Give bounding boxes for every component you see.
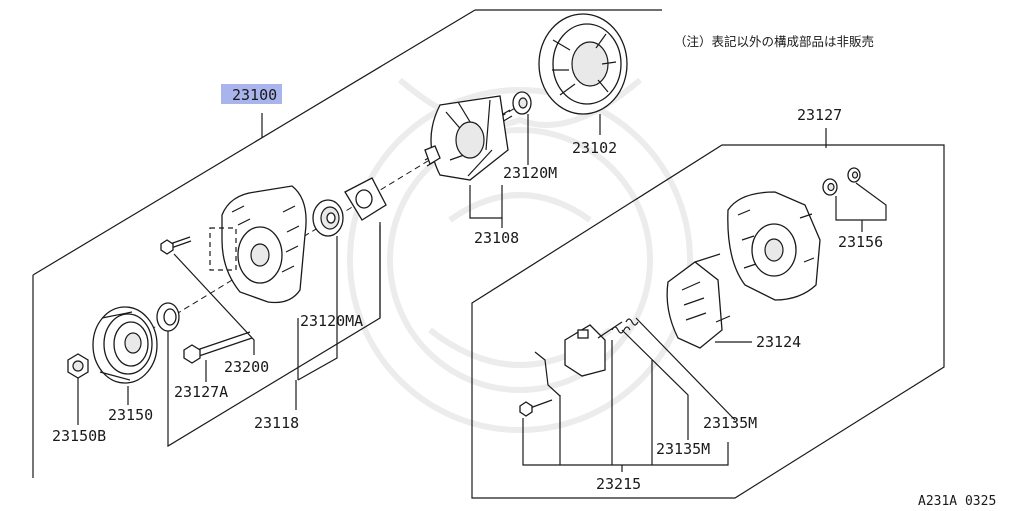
rotor-part[interactable] [424,95,513,181]
label-23100[interactable]: 23100 [232,86,277,104]
leader-lines [77,113,887,472]
label-23127[interactable]: 23127 [797,106,842,124]
watermark-emblem [347,77,693,433]
label-23200[interactable]: 23200 [224,358,269,376]
retainer-plate-part[interactable] [344,177,387,221]
label-23124[interactable]: 23124 [756,333,801,351]
part-23100-highlight [221,84,282,104]
label-23150[interactable]: 23150 [108,406,153,424]
main-assembly-outline [32,9,662,478]
rectifier-part[interactable] [666,261,731,349]
terminal-screw-part[interactable] [519,351,561,417]
rear-nuts-part[interactable] [822,167,861,196]
spacer-ring-part[interactable] [156,302,180,332]
brush-holder-part[interactable] [564,321,623,377]
rear-assembly-outline [471,144,945,499]
label-23120M[interactable]: 23120M [503,164,557,182]
brush-springs-part[interactable] [611,318,639,334]
label-23118[interactable]: 23118 [254,414,299,432]
label-23215[interactable]: 23215 [596,475,641,493]
label-23127A[interactable]: 23127A [174,383,228,401]
non-sale-note: （注）表記以外の構成部品は非販売 [674,34,874,49]
label-23156[interactable]: 23156 [838,233,883,251]
rear-cover-part[interactable] [694,191,821,301]
pulley-part[interactable] [92,306,158,384]
label-23108[interactable]: 23108 [474,229,519,247]
nut-part[interactable] [67,353,89,379]
label-23135M-upper[interactable]: 23135M [703,414,757,432]
diagram-code: A231A 0325 [918,494,996,509]
label-23135M-lower[interactable]: 23135M [656,440,710,458]
through-bolt-part[interactable] [183,331,253,364]
front-housing-part[interactable] [209,185,307,304]
label-23150B[interactable]: 23150B [52,427,106,445]
label-23102[interactable]: 23102 [572,139,617,157]
stator-part[interactable] [538,13,628,115]
label-23120MA[interactable]: 23120MA [300,312,363,330]
housing-bolt-part[interactable] [160,236,192,255]
front-bearing-part[interactable] [312,199,344,237]
rear-bearing-part[interactable] [512,91,532,115]
